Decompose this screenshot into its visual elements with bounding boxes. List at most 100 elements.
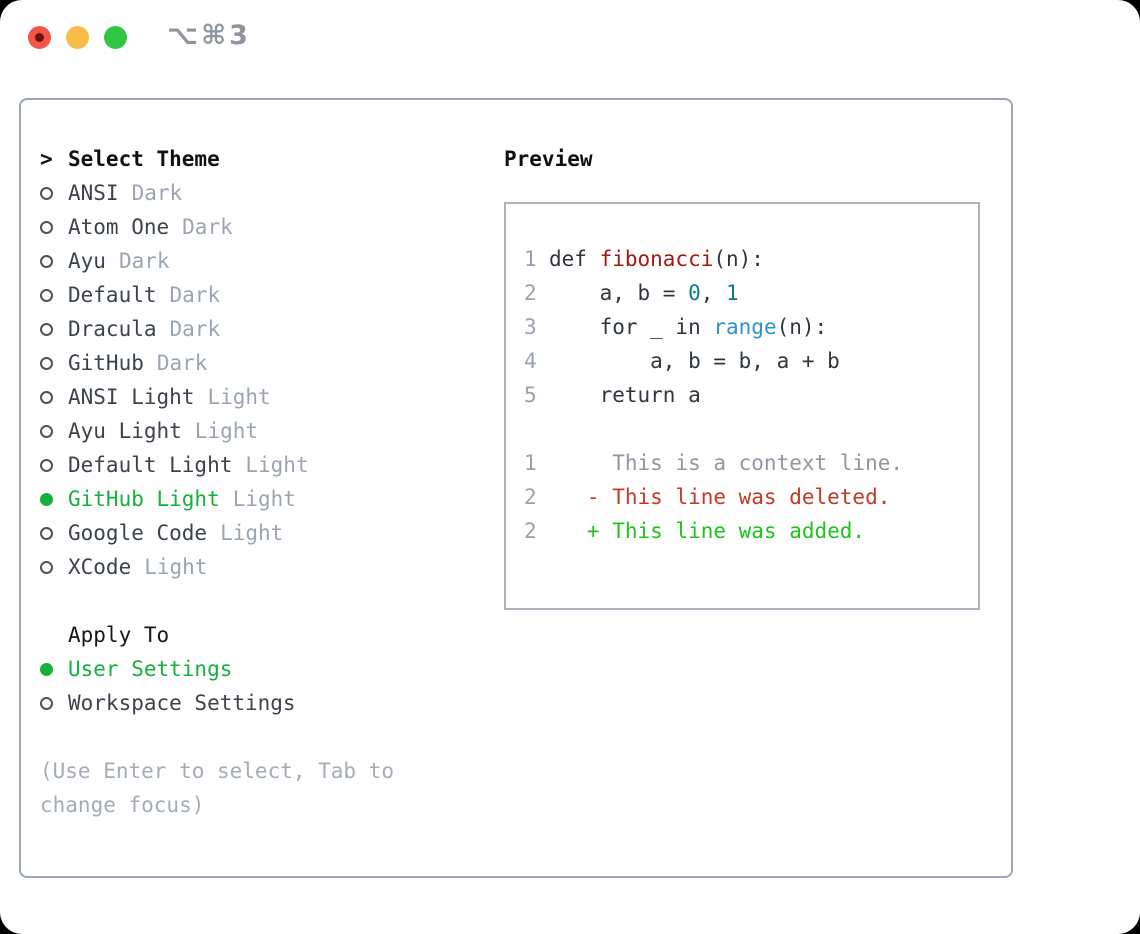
radio-icon <box>40 322 68 336</box>
radio-icon <box>40 696 68 710</box>
line-number: 1 <box>524 247 537 271</box>
theme-option[interactable]: GitHub Light Light <box>40 482 504 516</box>
diff-block: 1 This is a context line.2 - This line w… <box>524 446 978 548</box>
theme-variant-badge: Dark <box>182 215 233 239</box>
theme-name: ANSI Light <box>68 385 195 409</box>
apply-to-header-row: Apply To <box>40 618 504 652</box>
code-token: for _ in <box>549 315 714 339</box>
line-number: 4 <box>524 349 537 373</box>
theme-variant-badge: Light <box>232 487 296 511</box>
code-line: 2 a, b = 0, 1 <box>524 276 978 310</box>
radio-icon <box>40 186 68 200</box>
code-line: 1 def fibonacci(n): <box>524 242 978 276</box>
line-number: 2 <box>524 519 537 543</box>
zoom-button-icon[interactable] <box>104 26 127 49</box>
theme-name: ANSI <box>68 181 119 205</box>
code-token: 1 <box>726 281 739 305</box>
code-token: , <box>700 281 727 305</box>
select-theme-title: Select Theme <box>68 147 220 171</box>
code-token: a, b = b, a + b <box>549 349 840 373</box>
code-token: range <box>713 315 777 339</box>
radio-icon <box>40 356 68 370</box>
code-line: 3 for _ in range(n): <box>524 310 978 344</box>
theme-option[interactable]: GitHub Dark <box>40 346 504 380</box>
theme-option[interactable]: ANSI Light Light <box>40 380 504 414</box>
apply-to-label: Workspace Settings <box>68 691 296 715</box>
apply-to-title: Apply To <box>68 623 170 647</box>
select-theme-header-row: > Select Theme <box>40 142 504 176</box>
theme-option[interactable]: Default Dark <box>40 278 504 312</box>
diff-text: + This line was added. <box>549 519 866 543</box>
theme-name: Default <box>68 283 157 307</box>
radio-icon <box>40 526 68 540</box>
apply-to-option[interactable]: User Settings <box>40 652 504 686</box>
theme-variant-badge: Light <box>220 521 284 545</box>
code-token: a, b = <box>549 281 689 305</box>
theme-name: Atom One <box>68 215 170 239</box>
spacer <box>524 412 978 446</box>
diff-line: 1 This is a context line. <box>524 446 978 480</box>
theme-name: Default Light <box>68 453 233 477</box>
window-title-shortcut: ⌥⌘3 <box>167 20 251 51</box>
theme-name: Ayu Light <box>68 419 182 443</box>
radio-selected-icon <box>40 492 68 506</box>
preview-title: Preview <box>504 147 593 171</box>
radio-selected-icon <box>40 662 68 676</box>
diff-text: This is a context line. <box>549 451 904 475</box>
radio-icon <box>40 424 68 438</box>
radio-icon <box>40 390 68 404</box>
radio-icon <box>40 458 68 472</box>
theme-name: Google Code <box>68 521 208 545</box>
theme-variant-badge: Dark <box>169 317 221 341</box>
window-controls <box>28 26 127 49</box>
theme-name: GitHub Light <box>68 487 220 511</box>
minimize-button-icon[interactable] <box>66 26 89 49</box>
theme-option[interactable]: Ayu Dark <box>40 244 504 278</box>
code-token: fibonacci <box>599 247 714 271</box>
theme-name: XCode <box>68 555 132 579</box>
spacer <box>40 720 504 754</box>
line-number: 2 <box>524 281 537 305</box>
help-text-line2: change focus) <box>40 793 205 817</box>
theme-name: GitHub <box>68 351 144 375</box>
theme-variant-badge: Light <box>144 555 208 579</box>
theme-name: Dracula <box>68 317 157 341</box>
code-line: 4 a, b = b, a + b <box>524 344 978 378</box>
theme-name: Ayu <box>68 249 106 273</box>
apply-to-option[interactable]: Workspace Settings <box>40 686 504 720</box>
prompt-cursor-icon: > <box>40 147 53 171</box>
code-token: (n): <box>713 247 764 271</box>
theme-variant-badge: Dark <box>156 351 208 375</box>
theme-option[interactable]: XCode Light <box>40 550 504 584</box>
theme-variant-badge: Dark <box>118 249 170 273</box>
theme-option[interactable]: Ayu Light Light <box>40 414 504 448</box>
diff-line: 2 - This line was deleted. <box>524 480 978 514</box>
line-number: 5 <box>524 383 537 407</box>
theme-option[interactable]: Dracula Dark <box>40 312 504 346</box>
code-token: return a <box>549 383 701 407</box>
line-number: 3 <box>524 315 537 339</box>
radio-icon <box>40 220 68 234</box>
radio-icon <box>40 560 68 574</box>
theme-option[interactable]: Atom One Dark <box>40 210 504 244</box>
close-button-icon[interactable] <box>28 26 51 49</box>
code-line: 5 return a <box>524 378 978 412</box>
line-number: 2 <box>524 485 537 509</box>
theme-variant-badge: Light <box>207 385 271 409</box>
theme-option[interactable]: Google Code Light <box>40 516 504 550</box>
code-token: def <box>549 247 600 271</box>
diff-text: - This line was deleted. <box>549 485 891 509</box>
code-token: (n): <box>776 315 828 339</box>
theme-variant-badge: Dark <box>169 283 221 307</box>
theme-variant-badge: Light <box>194 419 259 443</box>
